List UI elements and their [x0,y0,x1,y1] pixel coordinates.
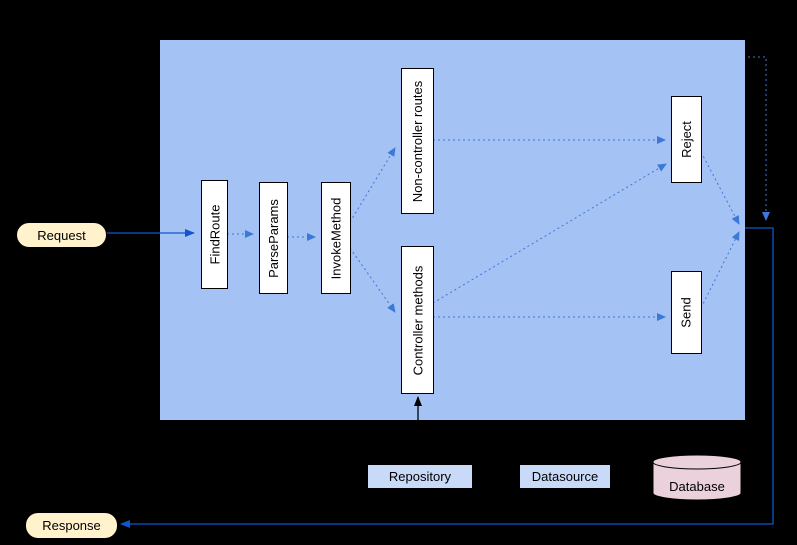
controller-methods-node: Controller methods [401,246,434,394]
non-controller-routes-node: Non-controller routes [401,68,434,214]
datasource-node: Datasource [520,465,610,488]
send-label: Send [679,297,694,328]
parseparams-node: ParseParams [259,182,288,294]
database-node: Database [652,454,742,502]
database-cylinder-icon [652,454,742,501]
repository-node: Repository [368,465,472,488]
parseparams-label: ParseParams [266,198,281,278]
invokemethod-node: InvokeMethod [321,182,351,294]
request-label: Request [37,227,86,243]
repository-label: Repository [388,469,452,484]
datasource-label: Datasource [531,469,599,484]
response-node: Response [25,512,118,539]
server-region [160,40,745,420]
reject-label: Reject [679,121,695,158]
reject-node: Reject [671,96,702,183]
send-node: Send [671,271,702,354]
findroute-node: FindRoute [201,180,228,289]
response-label: Response [42,518,101,533]
non-controller-routes-label: Non-controller routes [410,80,426,202]
invokemethod-label: InvokeMethod [328,197,344,279]
controller-methods-label: Controller methods [410,265,426,375]
findroute-label: FindRoute [207,204,223,265]
database-label: Database [669,478,725,494]
request-node: Request [16,222,107,248]
